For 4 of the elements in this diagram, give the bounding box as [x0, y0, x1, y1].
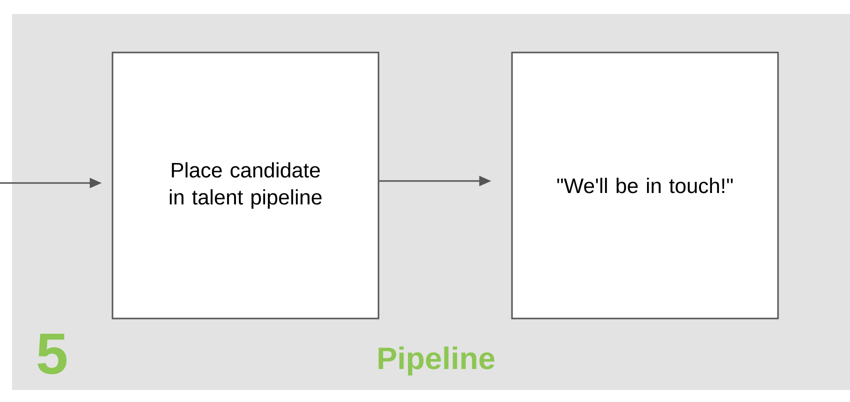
title: Pipeline [378, 346, 494, 376]
process-box: Place candidate in talent pipeline [112, 52, 380, 320]
step-number: 5 [38, 334, 67, 374]
process-box: "We'll be in touch!" [511, 52, 779, 320]
